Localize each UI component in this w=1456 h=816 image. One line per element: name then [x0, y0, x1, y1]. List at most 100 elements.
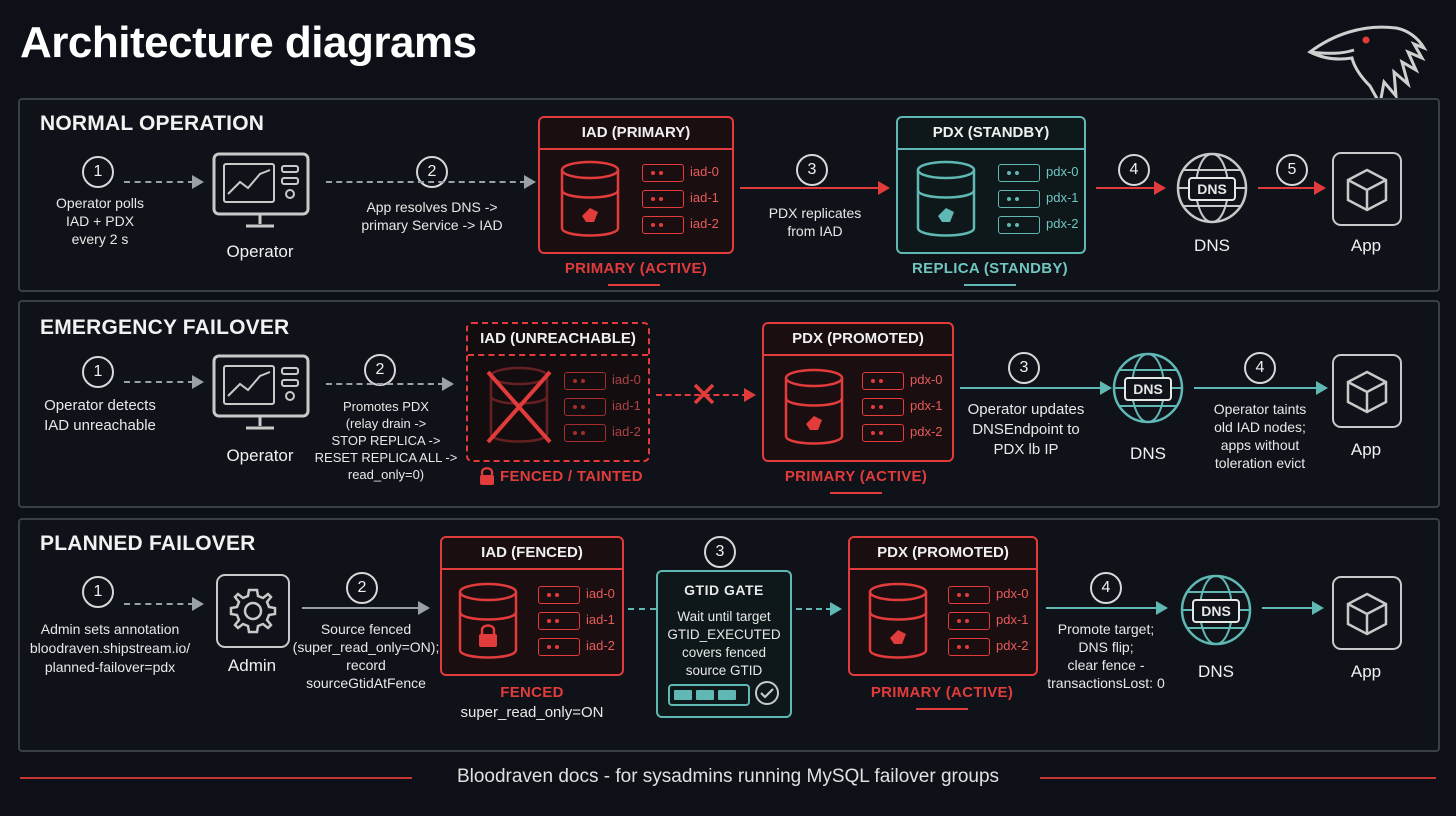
operator-label: Operator: [226, 446, 294, 465]
arrowhead: [1154, 181, 1166, 195]
step-2-badge: 2: [364, 354, 396, 386]
arrow: [124, 603, 194, 605]
node-label: iad-2: [612, 424, 641, 439]
database-crossed-icon: [486, 366, 552, 444]
status-underline: [916, 708, 968, 710]
arrow: [124, 381, 194, 383]
arrowhead: [1314, 181, 1326, 195]
raven-head-icon: [1307, 25, 1428, 109]
step-2-caption: Source fenced(super_read_only=ON);record…: [292, 621, 440, 691]
arrow: [1046, 607, 1158, 609]
page-title: Architecture diagrams: [20, 18, 477, 67]
iad-substatus: super_read_only=ON: [460, 704, 604, 721]
arrow: [628, 608, 656, 610]
database-icon: [560, 160, 620, 237]
admin-label: Admin: [227, 656, 277, 675]
dns-badge: DNS: [1192, 599, 1240, 623]
arrowhead: [1312, 601, 1324, 615]
gear-icon: [216, 574, 290, 648]
app-label: App: [1350, 662, 1382, 681]
monitor-chart-icon: [212, 152, 310, 228]
gate-progress: [668, 684, 750, 706]
app-label: App: [1350, 236, 1382, 255]
node-label: pdx-1: [1046, 190, 1079, 205]
arrow: [960, 387, 1102, 389]
app-icon: [1332, 576, 1402, 650]
node-iad-2: [538, 638, 580, 656]
iad-cluster: IAD (UNREACHABLE) iad-0 iad-1 iad-2: [466, 322, 650, 462]
step-4-badge: 4: [1118, 154, 1150, 186]
arrow: [124, 181, 194, 183]
step-1-badge: 1: [82, 576, 114, 608]
arrow: [326, 383, 444, 385]
iad-cluster-header: IAD (UNREACHABLE): [468, 324, 648, 356]
node-label: pdx-1: [996, 612, 1029, 627]
node-label: iad-1: [612, 398, 641, 413]
arrowhead: [418, 601, 430, 615]
node-iad-1: [564, 398, 606, 416]
arrowhead: [192, 597, 204, 611]
step-2-caption: Promotes PDX(relay drain ->STOP REPLICA …: [314, 399, 458, 482]
section-title: NORMAL OPERATION: [40, 112, 265, 135]
arrow: [796, 608, 832, 610]
step-4-caption: Promote target;DNS flip;clear fence -tra…: [1047, 621, 1165, 691]
progress-segment: [718, 690, 736, 700]
step-2-badge: 2: [346, 572, 378, 604]
planned-failover-section: PLANNED FAILOVER 1 Admin sets annotation…: [18, 518, 1440, 752]
pdx-cluster: PDX (STANDBY) pdx-0 pdx-1 pdx-2: [896, 116, 1086, 254]
node-pdx-2: [998, 216, 1040, 234]
arrowhead: [830, 602, 842, 616]
lock-icon: [480, 467, 494, 485]
arrowhead: [744, 388, 756, 402]
step-2-badge: 2: [416, 156, 448, 188]
arrow: [1194, 387, 1318, 389]
pdx-status: PRIMARY (ACTIVE): [870, 684, 1014, 701]
arrow: [326, 181, 526, 183]
database-icon: [868, 582, 928, 659]
node-pdx-1: [862, 398, 904, 416]
arrowhead: [1316, 381, 1328, 395]
node-pdx-2: [948, 638, 990, 656]
iad-status: FENCED: [500, 684, 564, 701]
progress-segment: [696, 690, 714, 700]
node-pdx-0: [948, 586, 990, 604]
arrowhead: [878, 181, 890, 195]
node-label: iad-2: [690, 216, 719, 231]
monitor-chart-icon: [212, 354, 310, 430]
step-1-badge: 1: [82, 156, 114, 188]
node-pdx-1: [948, 612, 990, 630]
step-2-caption: App resolves DNS ->primary Service -> IA…: [361, 199, 503, 233]
node-pdx-0: [998, 164, 1040, 182]
arrowhead: [524, 175, 536, 189]
step-3-badge: 3: [796, 154, 828, 186]
progress-segment: [674, 690, 692, 700]
step-3-badge: 3: [1008, 352, 1040, 384]
app-label: App: [1350, 440, 1382, 459]
check-circle-icon: [755, 681, 779, 705]
node-label: pdx-0: [1046, 164, 1079, 179]
section-title: PLANNED FAILOVER: [40, 532, 256, 555]
pdx-status: REPLICA (STANDBY): [912, 260, 1068, 277]
node-iad-1: [538, 612, 580, 630]
node-pdx-2: [862, 424, 904, 442]
dns-label: DNS: [1194, 236, 1230, 255]
iad-status: FENCED / TAINTED: [500, 468, 643, 485]
node-pdx-0: [862, 372, 904, 390]
node-iad-0: [564, 372, 606, 390]
node-iad-2: [642, 216, 684, 234]
arrowhead: [192, 375, 204, 389]
node-iad-1: [642, 190, 684, 208]
pdx-cluster-header: PDX (PROMOTED): [764, 324, 952, 356]
node-label: pdx-2: [910, 424, 943, 439]
arrowhead: [1100, 381, 1112, 395]
database-icon: [784, 368, 844, 445]
x-mark-icon: [693, 383, 715, 405]
node-label: pdx-1: [910, 398, 943, 413]
arrow: [302, 607, 420, 609]
